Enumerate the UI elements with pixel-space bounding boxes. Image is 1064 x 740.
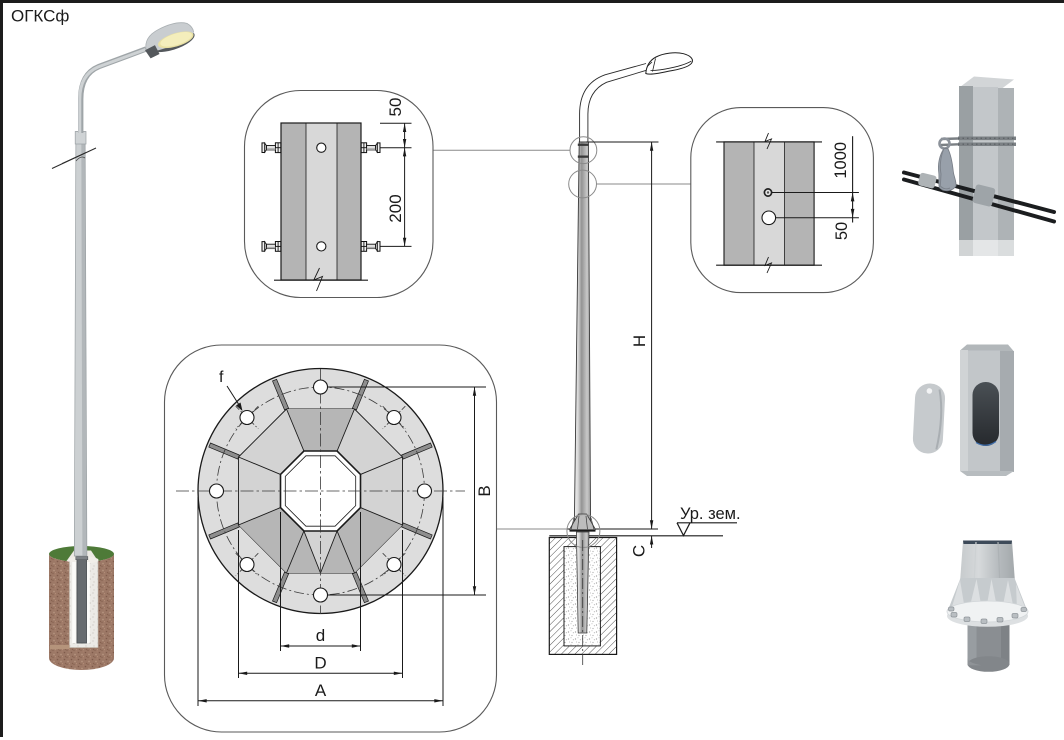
svg-text:50: 50 <box>833 222 851 240</box>
svg-text:Ур. зем.: Ур. зем. <box>680 505 741 523</box>
svg-text:ОГКСф: ОГКСф <box>11 7 69 26</box>
svg-text:A: A <box>315 681 327 700</box>
svg-text:B: B <box>475 485 494 496</box>
svg-text:H: H <box>630 335 649 347</box>
svg-text:1000: 1000 <box>832 142 850 179</box>
svg-text:200: 200 <box>386 194 405 222</box>
svg-text:D: D <box>314 654 326 673</box>
svg-text:50: 50 <box>386 98 405 117</box>
svg-text:d: d <box>316 626 325 645</box>
svg-text:f: f <box>219 369 224 386</box>
svg-text:C: C <box>630 545 649 557</box>
